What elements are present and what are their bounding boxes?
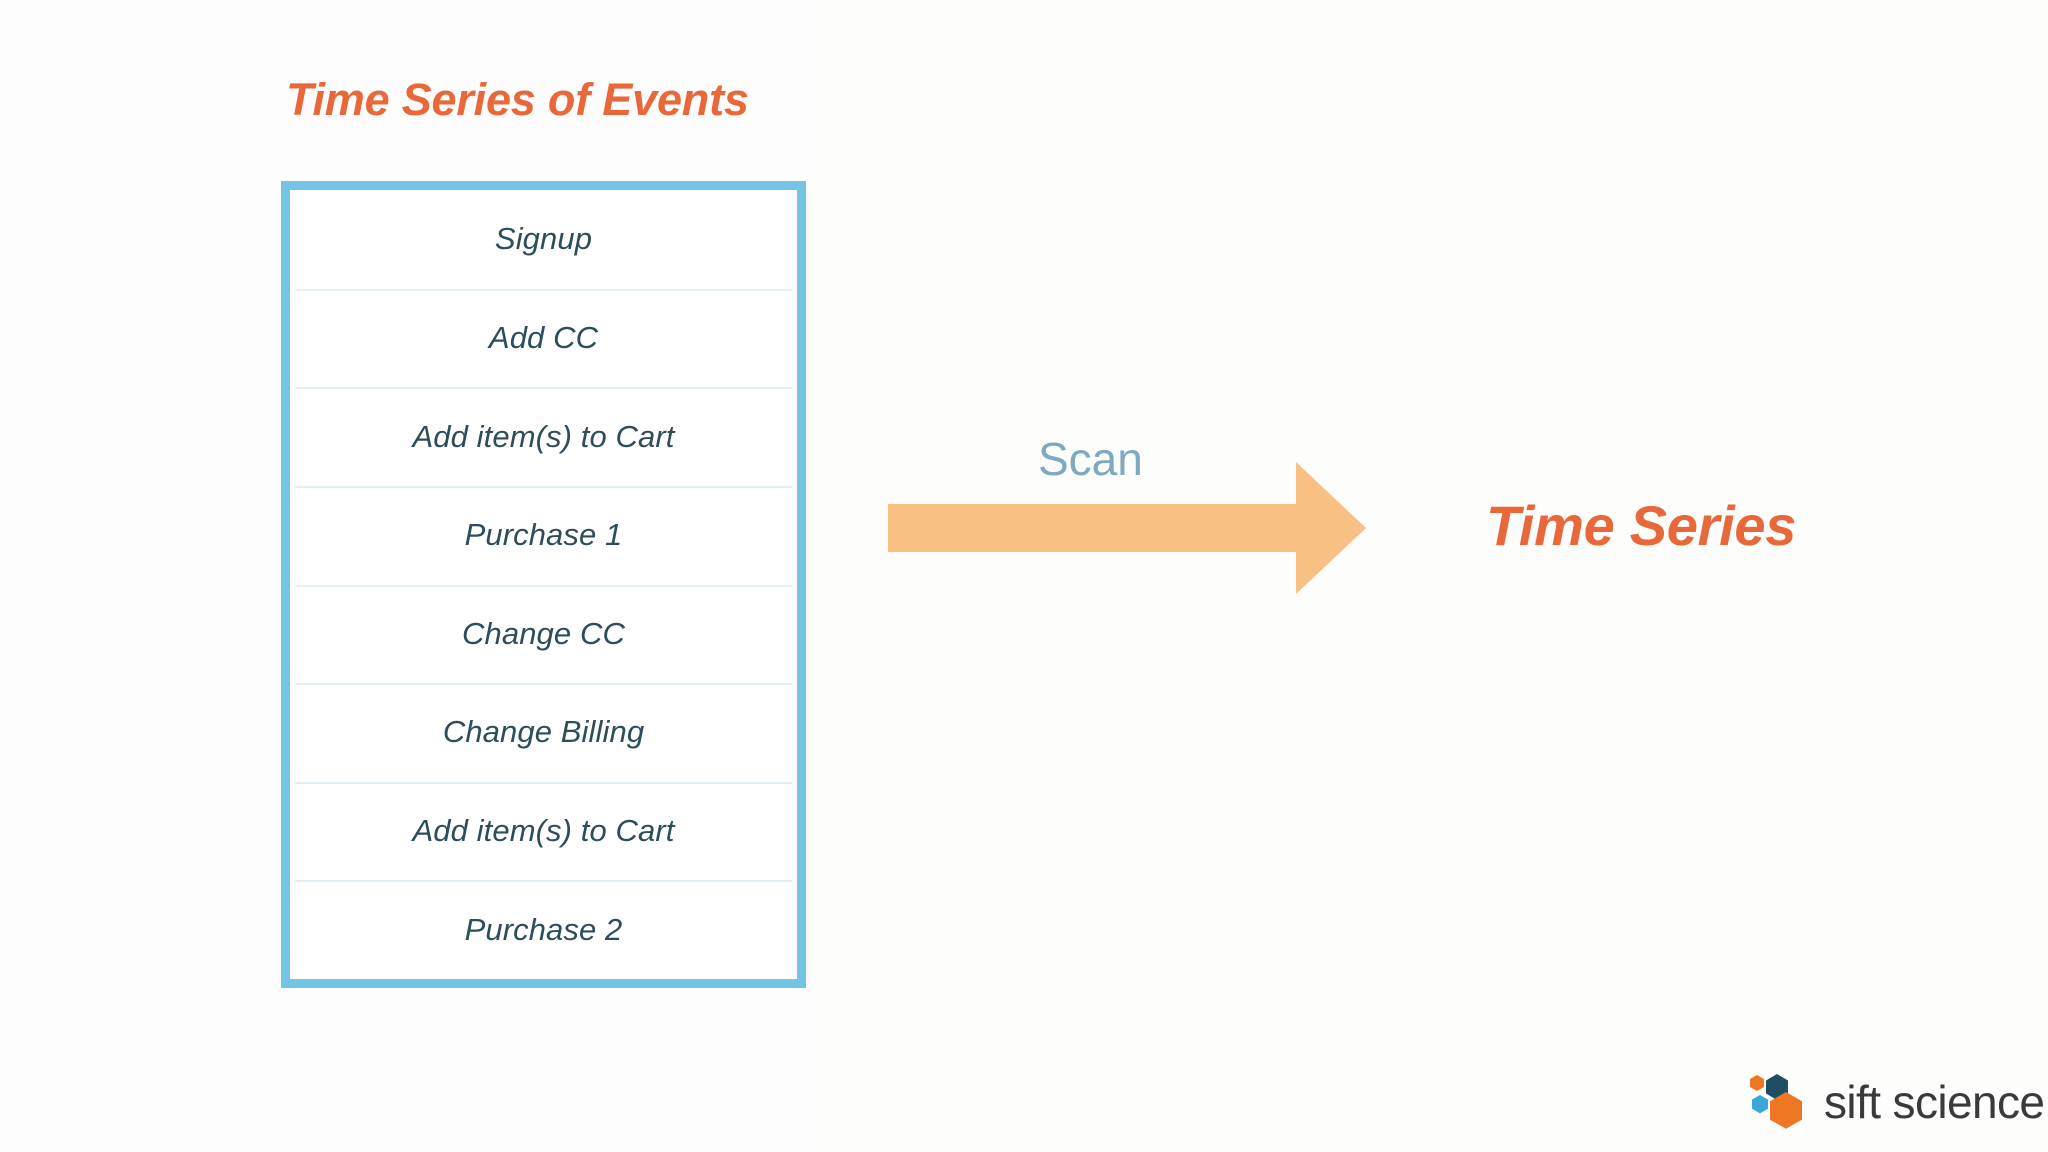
brand-logo: sift science	[1748, 1073, 2045, 1131]
brand-name: sift science	[1824, 1076, 2045, 1128]
event-label: Add item(s) to Cart	[412, 418, 675, 454]
event-label: Signup	[494, 221, 593, 257]
list-item[interactable]: Purchase 1	[290, 485, 797, 585]
list-item[interactable]: Signup	[290, 190, 797, 289]
list-item[interactable]: Add item(s) to Cart	[290, 387, 797, 486]
list-item[interactable]: Add item(s) to Cart	[290, 781, 797, 881]
event-label: Change CC	[462, 615, 625, 651]
arrow-right-icon	[888, 462, 1366, 594]
event-label: Purchase 1	[464, 517, 623, 553]
list-item[interactable]: Add CC	[290, 288, 797, 388]
list-item[interactable]: Purchase 2	[290, 880, 797, 979]
event-label: Change Billing	[442, 714, 645, 750]
scan-label: Scan	[1038, 433, 1143, 485]
sift-hexagon-logo-icon	[1750, 1074, 1802, 1129]
list-item[interactable]: Change CC	[290, 584, 797, 684]
event-label: Purchase 2	[464, 911, 623, 947]
page-title: Time Series of Events	[286, 74, 749, 125]
event-label: Add CC	[488, 319, 599, 355]
result-title: Time Series	[1486, 494, 1797, 557]
event-time-series-box: Signup Add CC Add item(s) to Cart Purcha…	[281, 181, 806, 988]
event-label: Add item(s) to Cart	[412, 813, 675, 849]
list-item[interactable]: Change Billing	[290, 683, 797, 782]
event-list: Signup Add CC Add item(s) to Cart Purcha…	[290, 190, 797, 979]
